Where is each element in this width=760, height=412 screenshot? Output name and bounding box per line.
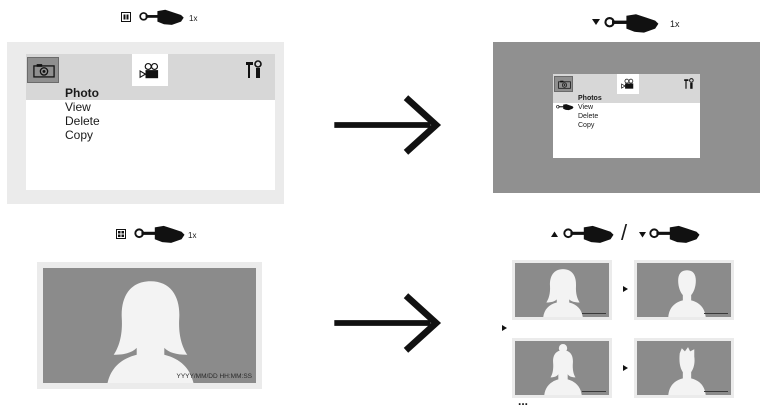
photo[interactable]: YYYY/MM/DD HH:MM:SS <box>43 268 256 383</box>
step-instruction-3: 1x <box>116 222 216 246</box>
pointing-hand-icon <box>604 10 660 36</box>
tools-icon <box>683 78 695 90</box>
timestamp-mark <box>582 391 606 392</box>
tab-video[interactable] <box>132 54 168 86</box>
video-camera-icon <box>621 78 635 90</box>
menu-screen-small: Photos View Delete Copy <box>493 42 760 193</box>
menu-screen-large: Photo View Delete Copy <box>7 42 284 204</box>
pointing-hand-icon <box>563 222 615 246</box>
nav-instruction: / <box>551 220 701 248</box>
camera-icon <box>33 63 55 78</box>
woman-silhouette <box>93 272 208 383</box>
grid-icon <box>116 229 126 239</box>
camera-icon <box>558 80 571 89</box>
thumbnail-photo <box>637 263 731 317</box>
single-photo-view: YYYY/MM/DD HH:MM:SS <box>37 262 262 389</box>
play-pause-icon <box>121 12 131 22</box>
pointing-hand-icon <box>649 222 701 246</box>
timestamp-mark <box>704 313 728 314</box>
ellipsis: ... <box>518 394 529 408</box>
menu-item-view[interactable]: View <box>65 100 91 114</box>
tab-settings[interactable] <box>681 74 697 94</box>
menu-item-photo[interactable]: Photo <box>26 86 275 100</box>
timestamp: YYYY/MM/DD HH:MM:SS <box>176 372 252 380</box>
down-triangle-icon <box>639 232 646 238</box>
tools-icon <box>244 60 264 80</box>
thumbnail[interactable] <box>512 338 612 398</box>
tab-photo[interactable] <box>554 76 573 92</box>
tab-video[interactable] <box>617 74 639 94</box>
menu-item-delete[interactable]: Delete <box>65 114 100 128</box>
pointing-hand-icon <box>139 6 185 28</box>
up-triangle-icon <box>551 231 558 237</box>
right-arrow-icon <box>330 290 448 356</box>
step-instruction-2: 1x <box>592 10 692 36</box>
right-arrow-icon <box>330 92 448 158</box>
pointing-hand-icon <box>134 222 186 246</box>
tab-photo[interactable] <box>27 57 59 83</box>
thumbnail-photo <box>637 341 731 395</box>
timestamp-mark <box>704 391 728 392</box>
step-instruction-1: 1x <box>121 6 211 28</box>
thumbnail-photo <box>515 341 609 395</box>
press-count: 1x <box>670 19 680 29</box>
thumbnail-grid: ... <box>500 258 740 408</box>
menu-window: Photo View Delete Copy <box>26 54 275 190</box>
woman-silhouette <box>537 265 589 317</box>
down-triangle-icon <box>592 19 600 25</box>
thumbnail[interactable] <box>634 260 734 320</box>
menu-item-delete[interactable]: Delete <box>578 113 599 120</box>
menu-window: Photos View Delete Copy <box>553 74 700 158</box>
pointing-hand-icon <box>556 103 574 111</box>
thumbnail[interactable] <box>512 260 612 320</box>
right-triangle-icon <box>623 365 628 371</box>
man-silhouette <box>661 265 713 317</box>
thumbnail-photo <box>515 263 609 317</box>
menu-item-view[interactable]: View <box>578 104 594 111</box>
separator: / <box>621 220 628 245</box>
press-count: 1x <box>188 231 197 240</box>
menu-item-photos[interactable]: Photos <box>553 94 700 103</box>
man-spiky-silhouette <box>661 343 713 395</box>
video-camera-icon <box>139 62 161 80</box>
thumbnail[interactable] <box>634 338 734 398</box>
right-triangle-icon <box>623 286 628 292</box>
right-triangle-icon <box>502 325 507 331</box>
timestamp-mark <box>582 313 606 314</box>
tab-settings[interactable] <box>240 54 268 86</box>
press-count: 1x <box>189 14 198 23</box>
woman-bun-silhouette <box>537 343 589 395</box>
menu-item-copy[interactable]: Copy <box>65 128 94 142</box>
menu-item-copy[interactable]: Copy <box>578 122 595 129</box>
